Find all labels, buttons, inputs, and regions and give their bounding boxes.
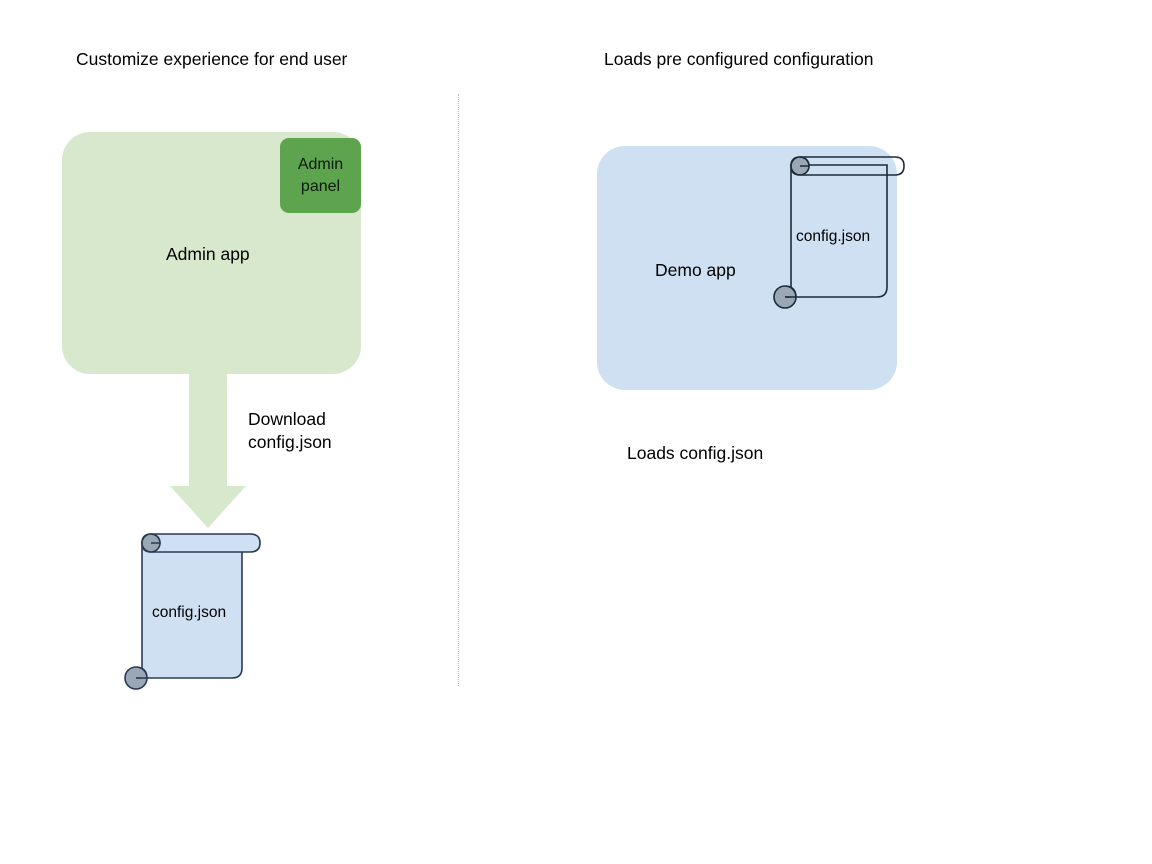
admin-panel-label-line1: Admin xyxy=(297,155,344,173)
document-body xyxy=(141,541,243,679)
loads-config-caption: Loads config.json xyxy=(627,443,764,463)
config-json-document-right[interactable]: config.json xyxy=(771,153,908,309)
admin-panel-box[interactable]: Admin panel xyxy=(280,138,361,213)
download-arrow-icon xyxy=(170,370,246,530)
column-divider xyxy=(458,94,459,686)
section-title-left: Customize experience for end user xyxy=(76,49,348,69)
download-arrow-label-line2: config.json xyxy=(248,431,332,452)
admin-panel-label-line2: panel xyxy=(300,177,341,195)
download-arrow-label: Download config.json xyxy=(248,408,332,453)
config-json-label-left: config.json xyxy=(152,604,227,621)
config-json-label-right: config.json xyxy=(796,228,871,245)
demo-app-box[interactable] xyxy=(597,146,897,390)
admin-app-label: Admin app xyxy=(166,244,250,264)
config-json-document-left[interactable]: config.json xyxy=(121,529,263,690)
section-title-right: Loads pre configured configuration xyxy=(604,49,874,69)
admin-panel-label: Admin panel xyxy=(280,138,361,213)
download-arrow-label-line1: Download xyxy=(248,409,326,429)
demo-app-label: Demo app xyxy=(655,260,736,280)
document-body xyxy=(790,164,888,298)
